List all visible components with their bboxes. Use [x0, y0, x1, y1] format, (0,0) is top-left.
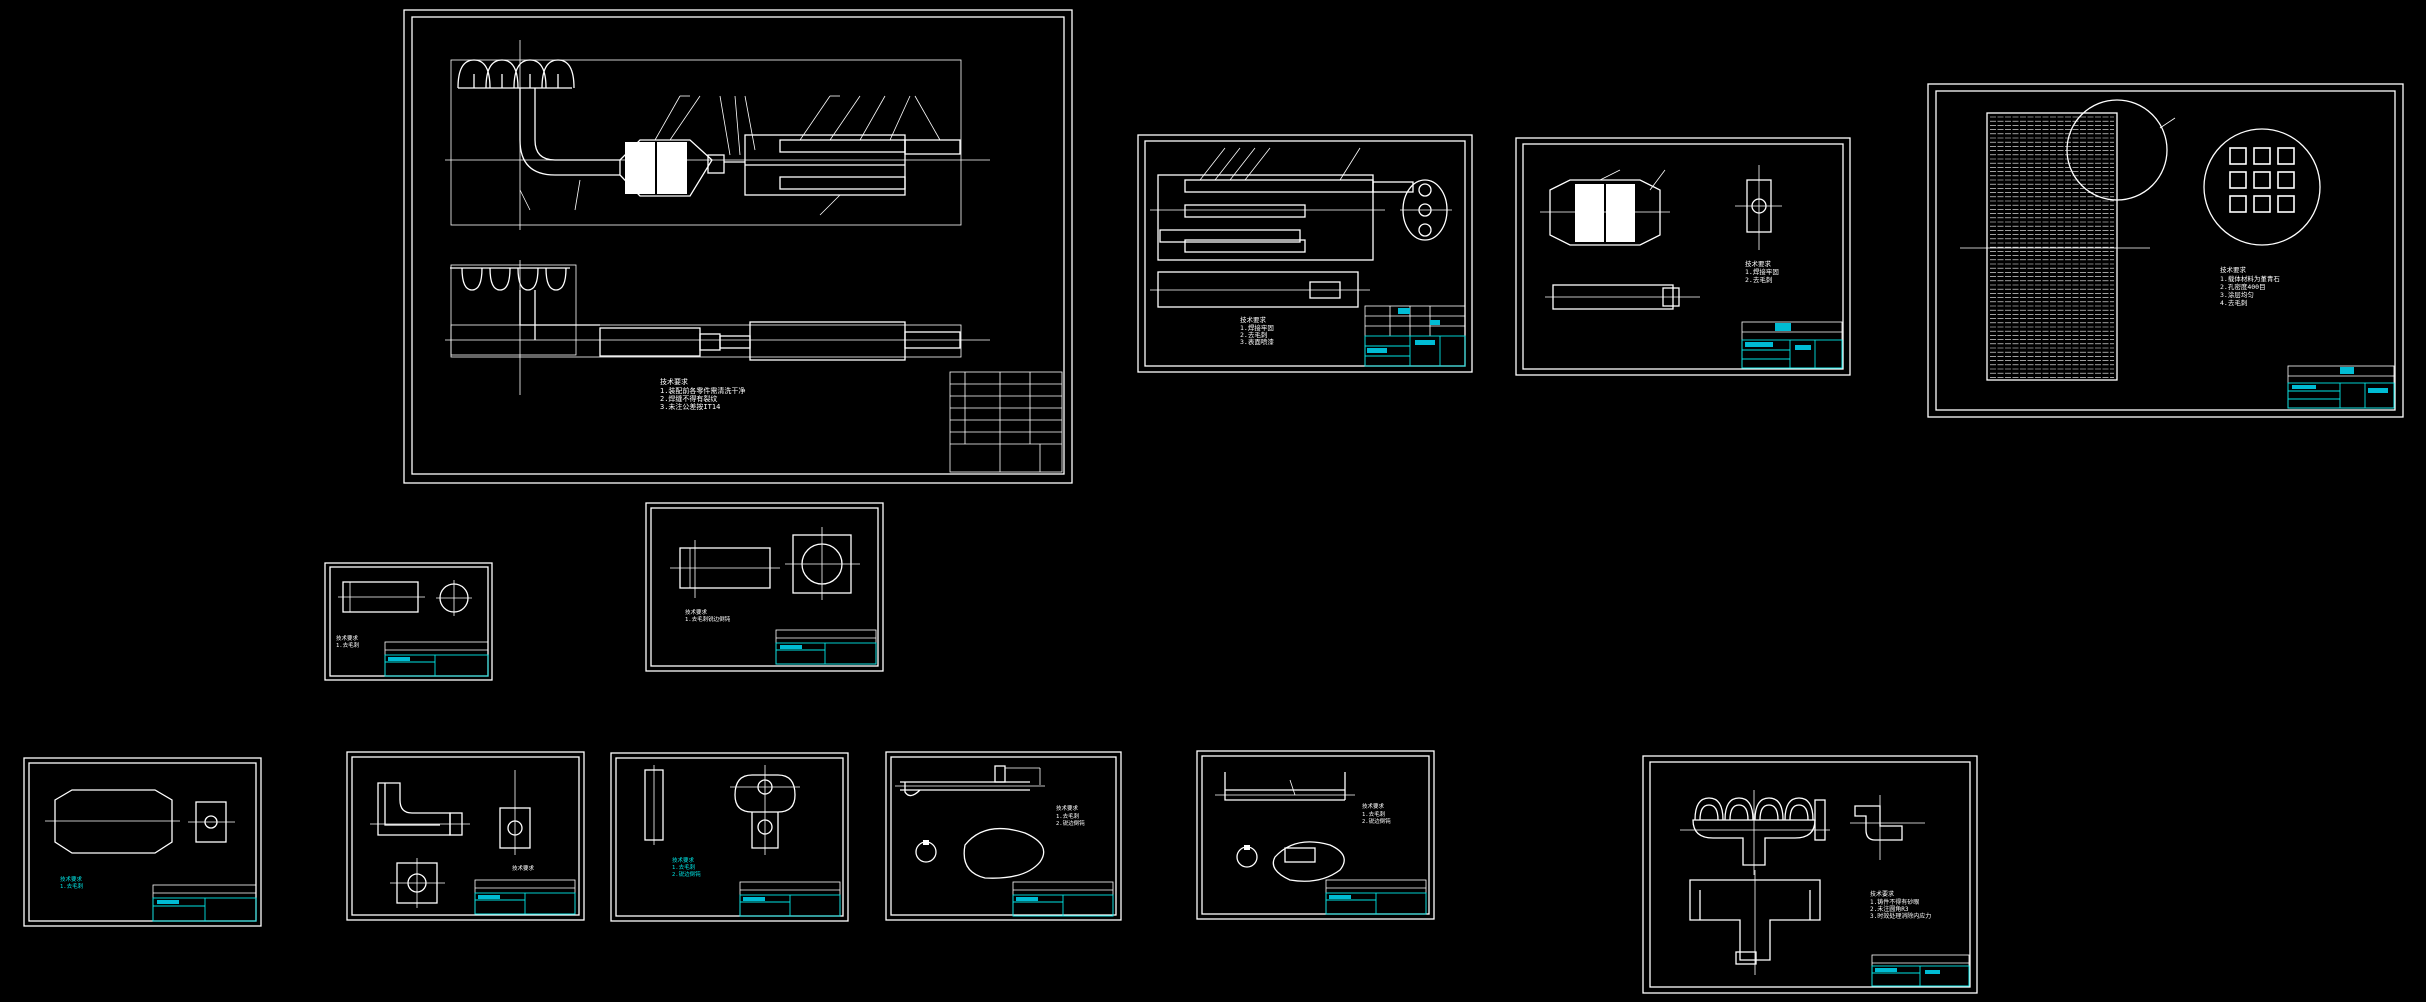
svg-text:2.未注圆角R3: 2.未注圆角R3: [1870, 905, 1909, 913]
svg-text:1.载体材料为堇青石: 1.载体材料为堇青石: [2220, 274, 2280, 283]
notes-assembly: 技术要求 1.装配前各零件需清洗干净 2.焊缝不得有裂纹 3.未注公差按IT14: [660, 377, 745, 411]
svg-text:2.焊缝不得有裂纹: 2.焊缝不得有裂纹: [660, 394, 717, 403]
channel-cell: [2277, 171, 2295, 189]
sheet-muffler[interactable]: 技术要求 1.焊接牢固 2.去毛刺 3.表面喷漆: [1137, 134, 1473, 373]
title-block-cone: [152, 884, 257, 922]
title-block-hanger-2: [1325, 879, 1427, 915]
notes-hanger-1: 技术要求 1.去毛刺 2.锐边倒钝: [1056, 804, 1085, 827]
notes-flange-tube: 技术要求 1.去毛刺锐边倒钝: [685, 608, 731, 623]
sheet-assembly[interactable]: 技术要求 1.装配前各零件需清洗干净 2.焊缝不得有裂纹 3.未注公差按IT14: [403, 9, 1073, 484]
notes-bracket: 技术要求 1.去毛刺 2.锐边倒钝: [672, 856, 701, 878]
title-block-honeycomb: [2287, 365, 2395, 409]
svg-text:1.去毛刺: 1.去毛刺: [336, 641, 360, 649]
sheet-small-tube[interactable]: 技术要求 1.去毛刺: [324, 562, 493, 681]
sheet-bracket[interactable]: 技术要求 1.去毛刺 2.锐边倒钝: [610, 752, 849, 922]
title-block-elbow: [474, 879, 576, 915]
svg-text:技术要求: 技术要求: [672, 856, 695, 864]
substrate-hatch: [1990, 116, 2114, 378]
notes-muffler: 技术要求 1.焊接牢固 2.去毛刺 3.表面喷漆: [1240, 315, 1274, 346]
cell-grid: [2229, 147, 2295, 213]
channel-cell: [2253, 147, 2271, 165]
sheet-hanger-2[interactable]: 技术要求 1.去毛刺 2.锐边倒钝: [1196, 750, 1435, 920]
svg-text:技术要求: 技术要求: [685, 608, 708, 616]
svg-text:2.孔密度400目: 2.孔密度400目: [2220, 282, 2266, 291]
channel-cell: [2277, 195, 2295, 213]
svg-text:4.去毛刺: 4.去毛刺: [2220, 298, 2247, 307]
svg-text:1.去毛刺锐边倒钝: 1.去毛刺锐边倒钝: [685, 615, 731, 623]
svg-text:技术要求: 技术要求: [660, 377, 688, 386]
notes-hanger-2: 技术要求 1.去毛刺 2.锐边倒钝: [1362, 802, 1391, 825]
sheet-elbow[interactable]: 技术要求: [346, 751, 585, 921]
notes-catalyst: 技术要求 1.焊接牢固 2.去毛刺: [1745, 259, 1779, 284]
svg-text:3.时效处理消除内应力: 3.时效处理消除内应力: [1870, 912, 1931, 920]
svg-text:2.去毛刺: 2.去毛刺: [1745, 275, 1772, 284]
svg-text:3.涂层均匀: 3.涂层均匀: [2220, 290, 2254, 299]
channel-cell: [2229, 195, 2247, 213]
title-block-catalyst: [1741, 321, 1843, 369]
title-block-small-tube: [384, 641, 489, 677]
channel-cell: [2277, 147, 2295, 165]
svg-text:3.表面喷漆: 3.表面喷漆: [1240, 337, 1274, 346]
parts-list-assembly: [949, 371, 1063, 473]
channel-cell: [2253, 195, 2271, 213]
sheet-hanger-1[interactable]: 技术要求 1.去毛刺 2.锐边倒钝: [885, 751, 1122, 921]
svg-text:技术要求: 技术要求: [60, 875, 83, 883]
title-block-manifold: [1871, 954, 1970, 987]
notes-cone: 技术要求 1.去毛刺: [60, 875, 84, 890]
channel-cell: [2253, 171, 2271, 189]
svg-text:2.锐边倒钝: 2.锐边倒钝: [672, 870, 701, 878]
title-block-flange-tube: [775, 629, 877, 665]
svg-text:技术要求: 技术要求: [1362, 802, 1385, 810]
svg-text:3.未注公差按IT14: 3.未注公差按IT14: [660, 402, 720, 411]
sheet-cone[interactable]: 技术要求 1.去毛刺: [23, 757, 262, 927]
svg-text:技术要求: 技术要求: [336, 634, 359, 642]
svg-text:技术要求: 技术要求: [2220, 265, 2247, 274]
svg-text:1.去毛刺: 1.去毛刺: [1056, 812, 1080, 820]
svg-text:技术要求: 技术要求: [1745, 259, 1772, 268]
svg-text:2.去毛刺: 2.去毛刺: [1240, 330, 1267, 339]
svg-text:2.锐边倒钝: 2.锐边倒钝: [1056, 819, 1085, 827]
notes-small-tube: 技术要求 1.去毛刺: [336, 634, 360, 649]
notes-elbow: 技术要求: [512, 864, 535, 872]
svg-text:1.焊接牢固: 1.焊接牢固: [1240, 323, 1274, 332]
sheet-manifold[interactable]: 技术要求 1.铸件不得有砂眼 2.未注圆角R3 3.时效处理消除内应力: [1642, 755, 1978, 994]
sheet-catalyst[interactable]: 技术要求 1.焊接牢固 2.去毛刺: [1515, 137, 1851, 376]
svg-text:1.铸件不得有砂眼: 1.铸件不得有砂眼: [1870, 898, 1919, 906]
sheet-flange-tube[interactable]: 技术要求 1.去毛刺锐边倒钝: [645, 502, 884, 672]
svg-text:1.去毛刺: 1.去毛刺: [1362, 810, 1386, 818]
svg-text:1.去毛刺: 1.去毛刺: [60, 882, 84, 890]
svg-text:技术要求: 技术要求: [1240, 315, 1267, 324]
svg-text:1.去毛刺: 1.去毛刺: [672, 863, 696, 871]
svg-text:1.装配前各零件需清洗干净: 1.装配前各零件需清洗干净: [660, 386, 745, 395]
svg-text:1.焊接牢固: 1.焊接牢固: [1745, 267, 1779, 276]
svg-text:技术要求: 技术要求: [1056, 804, 1079, 812]
channel-cell: [2229, 171, 2247, 189]
title-block-muffler: [1364, 305, 1466, 367]
svg-text:技术要求: 技术要求: [512, 864, 535, 872]
svg-text:技术要求: 技术要求: [1870, 890, 1894, 898]
channel-cell: [2229, 147, 2247, 165]
title-block-hanger-1: [1012, 881, 1114, 917]
sheet-honeycomb[interactable]: 技术要求 1.载体材料为堇青石 2.孔密度400目 3.涂层均匀 4.去毛刺: [1927, 83, 2404, 418]
notes-manifold: 技术要求 1.铸件不得有砂眼 2.未注圆角R3 3.时效处理消除内应力: [1870, 890, 1931, 920]
svg-text:2.锐边倒钝: 2.锐边倒钝: [1362, 817, 1391, 825]
title-block-bracket: [739, 881, 841, 917]
notes-honeycomb: 技术要求 1.载体材料为堇青石 2.孔密度400目 3.涂层均匀 4.去毛刺: [2220, 265, 2280, 307]
